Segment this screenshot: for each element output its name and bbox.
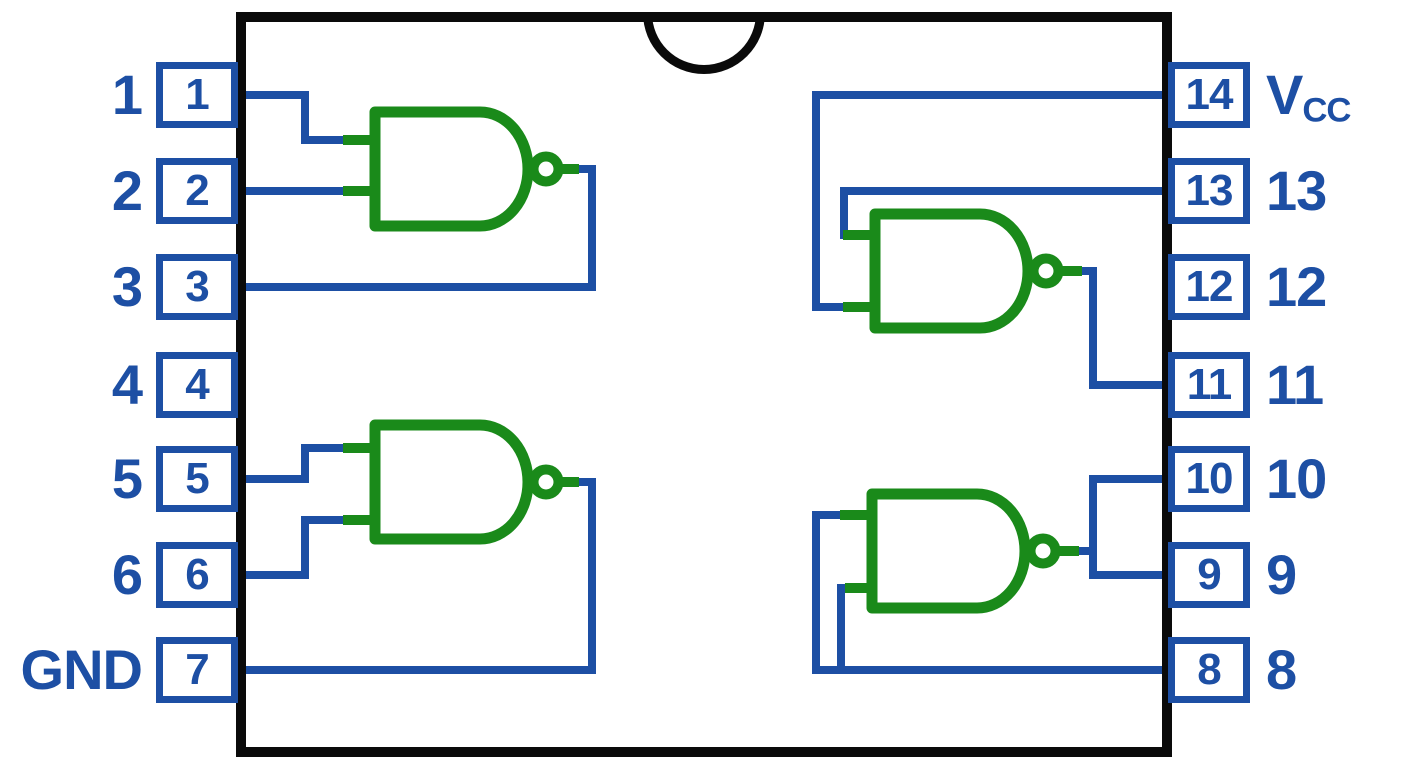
pin-label-gnd: GND: [20, 638, 143, 701]
pin-number: 1: [185, 70, 210, 119]
stub-gate2-in2: [343, 515, 381, 525]
wire-pin2: [240, 187, 381, 195]
pin-number: 7: [185, 645, 210, 694]
stub-gate1-out: [559, 164, 579, 174]
pin-box-14: 14: [1168, 62, 1250, 128]
stub-gate4-out: [1059, 546, 1079, 556]
pin-number: 10: [1185, 454, 1234, 503]
pin-number: 3: [185, 262, 210, 311]
pin-number: 14: [1185, 70, 1234, 119]
pin-label-13: 13: [1266, 159, 1327, 222]
pin-number: 12: [1185, 262, 1234, 311]
pin-number: 9: [1197, 550, 1222, 599]
wire-pin6-v: [301, 516, 309, 579]
wire-gate2-in1: [301, 444, 381, 452]
wire-pin8-v1: [812, 511, 820, 674]
vcc-main: V: [1266, 63, 1303, 126]
pin-label-6: 6: [111, 543, 143, 606]
pin-number: 8: [1197, 645, 1222, 694]
nand-gate-3-icon: [869, 208, 1064, 334]
stub-gate2-in1: [343, 443, 381, 453]
pin-number: 2: [185, 166, 210, 215]
pin-box-6: 6: [156, 542, 238, 608]
pin-box-11: 11: [1168, 352, 1250, 418]
wire-pin11: [1089, 381, 1168, 389]
pin-number: 6: [185, 550, 210, 599]
wire-pin13-v: [840, 187, 848, 239]
pin-number: 4: [185, 360, 210, 409]
wire-pin9: [1089, 571, 1168, 579]
wire-pin10: [1089, 475, 1168, 483]
pin-label-10: 10: [1266, 447, 1327, 510]
wire-gate2-in2: [301, 516, 381, 524]
stub-gate2-out: [559, 477, 579, 487]
pin-label-5: 5: [111, 447, 143, 510]
pin-box-1: 1: [156, 62, 238, 128]
pin-box-8: 8: [1168, 637, 1250, 703]
pin-label-8: 8: [1266, 638, 1297, 701]
pin-number: 11: [1186, 360, 1233, 409]
pin-label-1: 1: [111, 63, 143, 126]
wire-gate3-out-v: [1089, 267, 1097, 389]
dip-package-outline: [236, 12, 1172, 757]
stub-gate1-in1: [343, 135, 381, 145]
nand-gate-2-icon: [369, 419, 564, 545]
pin-label-12: 12: [1266, 255, 1327, 318]
pin-box-5: 5: [156, 446, 238, 512]
wire-pin7: [240, 666, 596, 674]
pin-box-13: 13: [1168, 158, 1250, 224]
vcc-subscript: CC: [1302, 91, 1351, 130]
pin-number: 5: [185, 454, 210, 503]
pin-box-4: 4: [156, 352, 238, 418]
wire-gate3-out-h: [1076, 267, 1097, 275]
stub-gate1-in2: [343, 186, 381, 196]
wire-pin13-h: [840, 187, 1168, 195]
wire-gate4-out-h: [1073, 547, 1097, 555]
wire-pin5-h: [240, 475, 309, 483]
pin-box-12: 12: [1168, 254, 1250, 320]
pin-label-2: 2: [111, 159, 143, 222]
wire-pin5-v: [301, 444, 309, 483]
stub-gate3-out: [1062, 266, 1082, 276]
wire-pin1-v: [301, 91, 309, 144]
wire-gate2-out-h: [573, 478, 596, 486]
pin-label-vcc: VCC: [1266, 62, 1406, 130]
pin-number: 13: [1185, 166, 1234, 215]
wire-pin3: [240, 283, 596, 291]
wire-gate4-out-v: [1089, 475, 1097, 579]
wire-pin6-h: [240, 571, 309, 579]
wire-gate1-out-h: [573, 165, 596, 173]
stub-gate3-in1: [843, 230, 881, 240]
wire-pin8-v2: [837, 584, 845, 674]
pin-label-11: 11: [1266, 353, 1324, 416]
stub-gate4-in2: [845, 583, 883, 593]
pin-label-4: 4: [111, 353, 143, 416]
wire-pin8-h: [812, 666, 1168, 674]
wire-gate2-out-v: [588, 478, 596, 674]
pin-box-7: 7: [156, 637, 238, 703]
stub-gate3-in2: [843, 302, 881, 312]
wire-pin14-v: [812, 91, 820, 311]
nand-gate-4-icon: [866, 488, 1061, 614]
wire-gate1-in1: [301, 136, 381, 144]
pin-box-10: 10: [1168, 446, 1250, 512]
wire-pin1-h: [240, 91, 309, 99]
pin-label-9: 9: [1266, 543, 1297, 606]
pin-box-2: 2: [156, 158, 238, 224]
pin-label-3: 3: [111, 255, 143, 318]
nand-gate-1-icon: [369, 106, 564, 232]
pin-box-9: 9: [1168, 542, 1250, 608]
wire-pin14-h: [812, 91, 1168, 99]
wire-gate1-out-v: [588, 165, 596, 291]
stub-gate4-in1: [840, 510, 878, 520]
pin-box-3: 3: [156, 254, 238, 320]
